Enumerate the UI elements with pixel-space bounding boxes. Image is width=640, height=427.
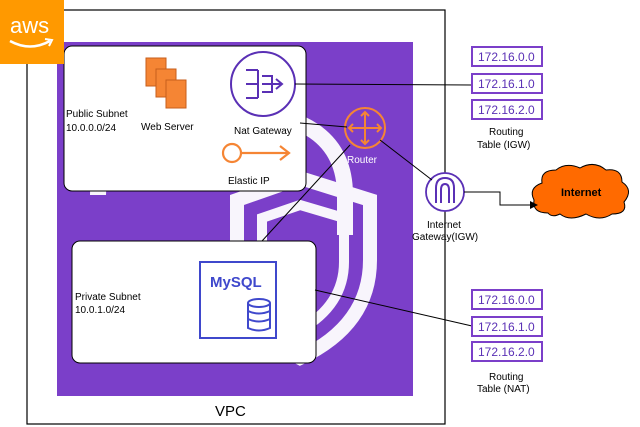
- igw-to-internet-line: [464, 191, 532, 206]
- private-subnet-title: Private Subnet: [75, 292, 141, 303]
- routing-entry-box: [471, 46, 543, 67]
- aws-logo: aws: [0, 0, 64, 64]
- internet-cloud-icon: [531, 164, 629, 219]
- aws-smile-icon: [9, 39, 51, 48]
- public-subnet-box: [63, 45, 307, 192]
- routing-entry: 172.16.1.0: [478, 320, 535, 334]
- vpc-label: VPC: [215, 403, 246, 420]
- routing-entry-box: [471, 341, 543, 362]
- routing-entry-box: [471, 73, 543, 94]
- aws-smile-arrow-icon: [44, 38, 54, 47]
- aws-logo-badge: [0, 0, 64, 64]
- nat-to-router-line: [299, 122, 348, 128]
- private-subnet-box: [71, 240, 317, 364]
- elastic-ip-icon: [221, 142, 291, 164]
- igw-label-line1: Internet: [427, 220, 461, 231]
- routing-table-nat: 172.16.0.0 172.16.1.0 172.16.2.0 Routing…: [471, 289, 543, 395]
- public-subnet-cidr: 10.0.0.0/24: [66, 123, 116, 134]
- mysql-database-icon: MySQL: [199, 261, 277, 339]
- router-icon: [344, 107, 386, 149]
- routing-entry: 172.16.0.0: [478, 50, 535, 64]
- internet-label: Internet: [561, 187, 602, 199]
- router-to-private-line: [261, 144, 351, 242]
- routing-entry: 172.16.0.0: [478, 293, 535, 307]
- routing-table-nat-label-line2: Table (NAT): [477, 384, 530, 395]
- private-to-nat-table-line: [314, 289, 473, 327]
- router-label: Router: [347, 155, 378, 166]
- routing-entry-box: [471, 289, 543, 310]
- elastic-ip-label: Elastic IP: [228, 176, 270, 187]
- public-subnet-title: Public Subnet: [66, 109, 128, 120]
- connectors: [261, 83, 532, 327]
- internet-arrowhead-icon: [530, 201, 538, 209]
- routing-table-igw: 172.16.0.0 172.16.1.0 172.16.2.0 Routing…: [471, 46, 543, 151]
- private-subnet-cidr: 10.0.1.0/24: [75, 305, 125, 316]
- aws-logo-text: aws: [10, 13, 49, 38]
- routing-table-nat-label-line1: Routing: [489, 372, 523, 383]
- internet-gateway-icon: [425, 172, 465, 212]
- mysql-label: MySQL: [210, 274, 262, 291]
- routing-table-igw-label-line2: Table (IGW): [477, 140, 530, 151]
- web-server-icon: [145, 57, 187, 109]
- routing-table-igw-label-line1: Routing: [489, 127, 523, 138]
- nat-gateway-label: Nat Gateway: [234, 126, 292, 137]
- routing-entry: 172.16.1.0: [478, 77, 535, 91]
- igw-label-line2: Gateway(IGW): [412, 232, 478, 243]
- routing-entry-box: [471, 316, 543, 337]
- routing-entry: 172.16.2.0: [478, 103, 535, 117]
- routing-entry-box: [471, 99, 543, 120]
- nat-to-igw-table-line: [294, 83, 473, 86]
- routing-entry: 172.16.2.0: [478, 345, 535, 359]
- web-server-label: Web Server: [141, 122, 194, 133]
- router-to-igw-line: [379, 139, 433, 181]
